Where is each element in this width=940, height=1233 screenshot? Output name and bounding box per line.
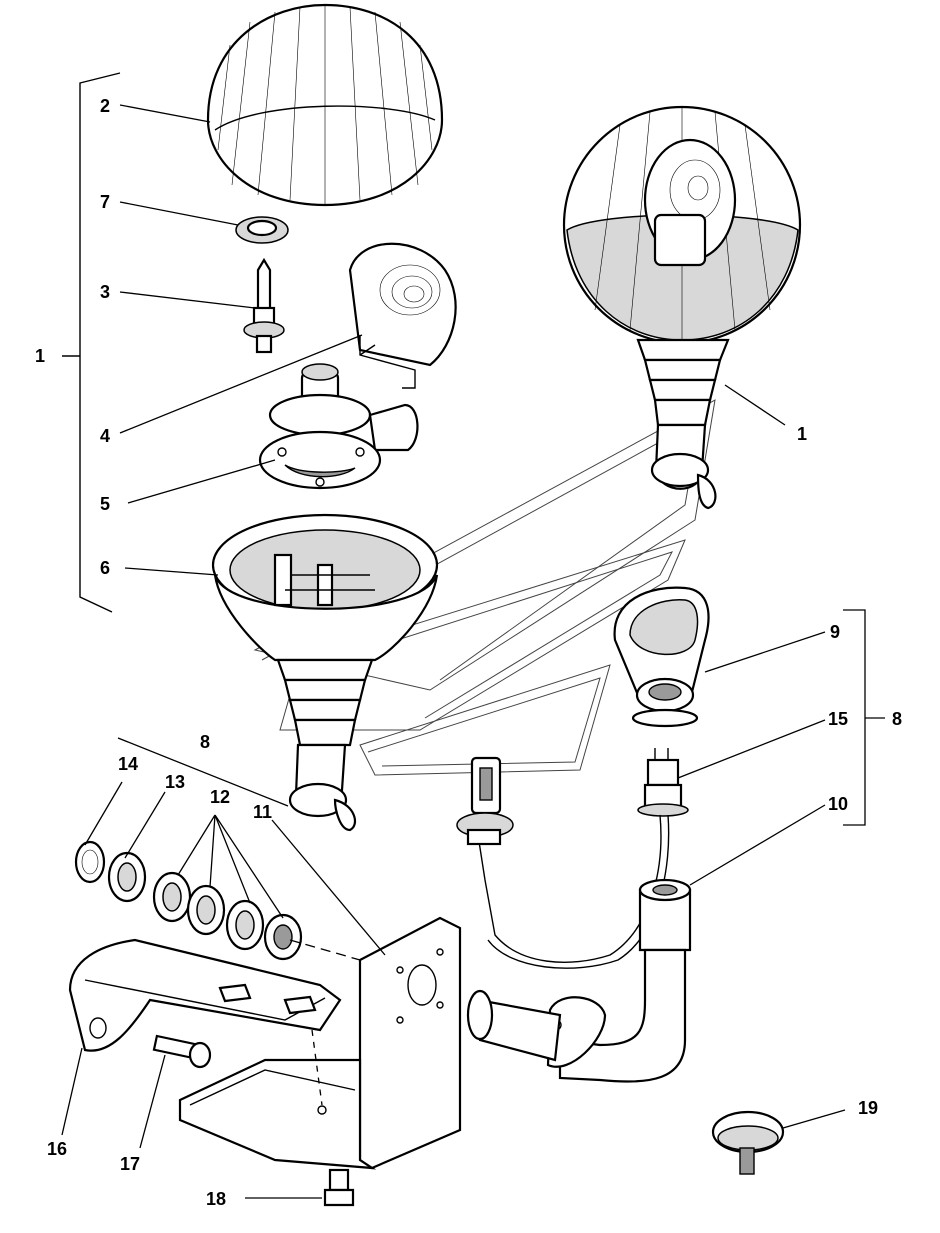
label-item-4: 4 [100, 426, 110, 446]
label-item-10: 10 [828, 794, 848, 814]
label-item-5: 5 [100, 494, 110, 514]
assembly-bracket-1 [62, 72, 121, 613]
label-item-1-assembled: 1 [797, 424, 807, 444]
part-17-bolt [152, 1034, 212, 1069]
part-socket-connector [456, 756, 514, 846]
part-10-pipe [466, 878, 692, 1083]
label-item-2: 2 [100, 96, 110, 116]
label-item-12: 12 [210, 787, 230, 807]
label-item-15: 15 [828, 709, 848, 729]
part-3-bulb [243, 257, 285, 354]
label-item-3: 3 [100, 282, 110, 302]
watermark-logo [253, 399, 716, 776]
part-16-hinge-plate [68, 938, 342, 1052]
label-item-17: 17 [120, 1154, 140, 1174]
label-item-7: 7 [100, 192, 110, 212]
part-19-cap [711, 1110, 785, 1175]
label-item-19: 19 [858, 1098, 878, 1118]
label-item-14: 14 [118, 754, 138, 774]
part-1-assembled-beacon [562, 105, 802, 510]
part-11-bracket [178, 916, 462, 1170]
label-item-9: 9 [830, 622, 840, 642]
part-labels: 1 2 7 3 4 5 6 1 9 15 8 10 8 14 13 12 11 … [35, 96, 902, 1209]
part-2-dome-lens [206, 3, 444, 207]
leader-lines [61, 104, 885, 1199]
part-4-reflector [348, 242, 457, 389]
part-9-hook [613, 586, 710, 728]
part-6-base [211, 513, 439, 832]
part-15-plug [477, 748, 689, 969]
label-item-6: 6 [100, 558, 110, 578]
label-item-8-right: 8 [892, 709, 902, 729]
part-13-washer [107, 851, 147, 903]
part-12-washers [152, 871, 303, 961]
label-item-18: 18 [206, 1189, 226, 1209]
part-7-clip-ring [235, 216, 289, 244]
label-item-8-upper: 8 [200, 732, 210, 752]
label-item-1-bracket: 1 [35, 346, 45, 366]
part-5-motor-base [258, 363, 419, 490]
label-item-16: 16 [47, 1139, 67, 1159]
part-18-bolt [323, 1168, 355, 1207]
label-item-11: 11 [253, 802, 272, 822]
part-14-circlip [74, 840, 106, 884]
label-item-13: 13 [165, 772, 185, 792]
